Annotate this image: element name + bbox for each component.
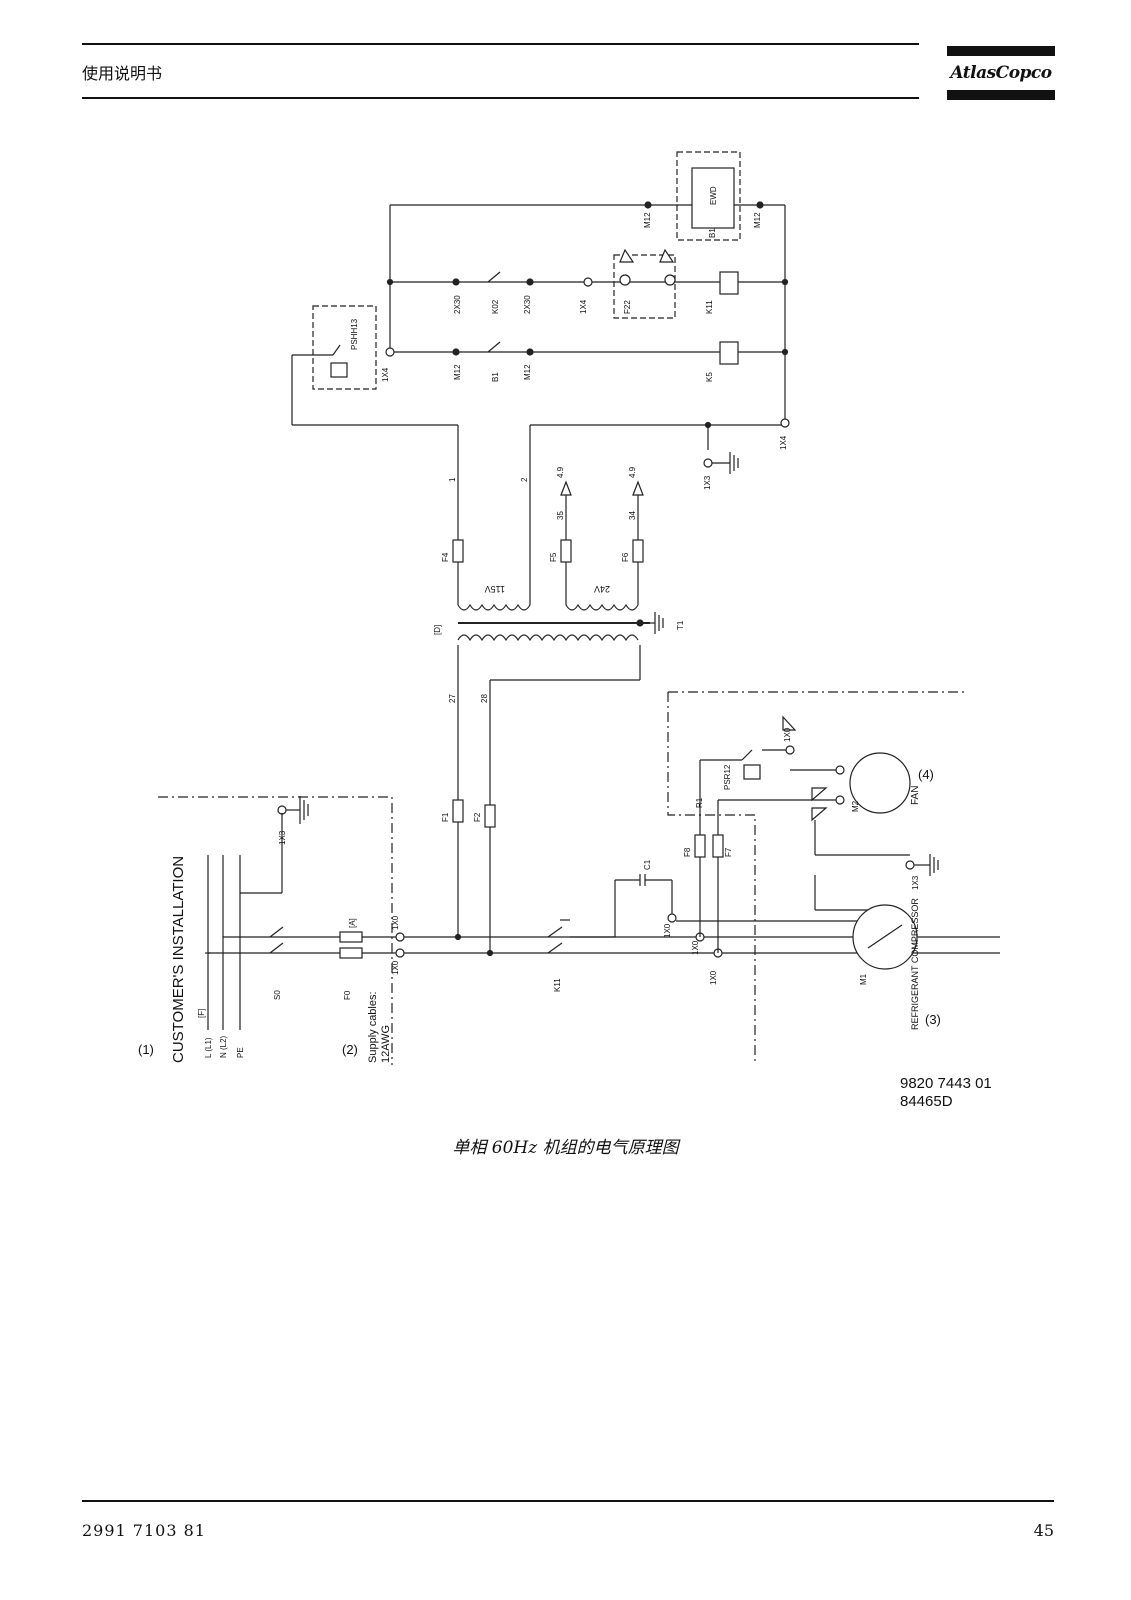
drawing-number: 9820 7443 01 84465D xyxy=(900,1075,992,1111)
f22-box xyxy=(613,254,676,319)
logo-text: AtlasCopco xyxy=(950,63,1052,83)
1x0-c-label: 1X0 xyxy=(709,970,718,985)
footer-rule xyxy=(82,1500,1054,1502)
voltage-24v: 24V xyxy=(594,584,610,594)
header-top-rule xyxy=(82,43,919,45)
wire-35-label: 35 xyxy=(556,511,565,520)
psr12-label: PSR12 xyxy=(723,764,732,790)
figure-caption: 单相 60Hz 机组的电气原理图 xyxy=(452,1138,679,1158)
customers-installation-label: CUSTOMER'S INSTALLATION xyxy=(170,856,187,1063)
t1-label: T1 xyxy=(676,620,685,630)
f4-label: F4 xyxy=(441,552,450,562)
1x4-label: 1X4 xyxy=(381,367,390,382)
line-pe-label: PE xyxy=(236,1047,245,1058)
1x0-l2-label: 1X0 xyxy=(391,915,400,930)
f6-label: F6 xyxy=(621,552,630,562)
ewd-box xyxy=(676,151,741,241)
s0-label: S0 xyxy=(273,990,282,1000)
voltage-115v: 115V xyxy=(485,584,505,594)
bracket-f: [F] xyxy=(197,1009,206,1018)
t1-secondary-115 xyxy=(457,603,531,611)
supply-cables-gauge: 12AWG xyxy=(380,1025,392,1063)
wire-34-label: 34 xyxy=(628,511,637,520)
m1-label: M1 xyxy=(859,973,868,985)
line-l-label: L (L1) xyxy=(204,1037,213,1058)
k11-label: K11 xyxy=(553,978,562,992)
header-bottom-rule xyxy=(82,97,919,99)
line-n-label: N (L2) xyxy=(219,1035,228,1058)
footer-page-number: 45 xyxy=(1033,1521,1054,1540)
f0-label: F0 xyxy=(343,990,352,1000)
t1-primary xyxy=(457,634,639,642)
note-2: (2) xyxy=(342,1042,358,1057)
footer-doc-number: 2991 7103 81 xyxy=(82,1521,206,1540)
1x3-label: 1X3 xyxy=(278,830,287,845)
t1-secondary-24 xyxy=(565,603,639,611)
m12-ewd-label: M12 xyxy=(643,212,652,228)
b1-label: B1 xyxy=(491,372,500,382)
pshh13-label: PSHH13 xyxy=(350,318,359,350)
ewd-label: EWD xyxy=(709,186,718,205)
note-1: (1) xyxy=(138,1042,154,1057)
customer-boundary xyxy=(158,796,393,1065)
pshh13-box xyxy=(312,305,377,390)
wire-27-label: 27 xyxy=(448,694,457,703)
note-4: (4) xyxy=(918,767,934,782)
1x0-s-label: 1X0 xyxy=(663,923,672,938)
unit-boundary-side xyxy=(667,692,756,1065)
header-title: 使用说明书 xyxy=(82,64,163,83)
1x3-control-label: 1X3 xyxy=(703,475,712,490)
f5-label: F5 xyxy=(549,552,558,562)
c1-label: C1 xyxy=(643,859,652,870)
f8-label: F8 xyxy=(683,847,692,857)
refrigerant-compressor-label: REFRIGERANT COMPRESSOR xyxy=(910,898,920,1030)
2x30-label: 2X30 xyxy=(453,295,462,314)
m12-ewd-b-label: M12 xyxy=(753,212,762,228)
f22-label: F22 xyxy=(623,300,632,314)
k02-label: K02 xyxy=(491,299,500,314)
fan-label: FAN xyxy=(910,786,921,805)
r1-label: R1 xyxy=(695,797,704,808)
ref-49-b: 4.9 xyxy=(628,466,637,478)
1x0-u1-label: 1X0 xyxy=(783,727,792,742)
b1-ewd-label: B1 xyxy=(708,228,717,238)
bracket-a: [A] xyxy=(348,918,357,928)
drawing-number-1: 9820 7443 01 xyxy=(900,1075,992,1092)
m12-b-label: M12 xyxy=(523,364,532,380)
supply-cables-label: Supply cables: xyxy=(367,991,379,1063)
atlas-copco-logo: AtlasCopco xyxy=(947,46,1055,102)
1x4-return-label: 1X4 xyxy=(779,435,788,450)
f2-label: F2 xyxy=(473,812,482,822)
ref-49-a: 4.9 xyxy=(556,466,565,478)
1x4-mid-label: 1X4 xyxy=(579,299,588,314)
2x30-b-label: 2X30 xyxy=(523,295,532,314)
1x0-l1-label: 1X0 xyxy=(391,960,400,975)
fan-motor-symbol xyxy=(849,752,911,814)
1x3-unit-label: 1X3 xyxy=(911,875,920,890)
1x0-r-label: 1X0 xyxy=(691,940,700,955)
m12-label: M12 xyxy=(453,364,462,380)
k5-label: K5 xyxy=(705,372,714,382)
f7-label: F7 xyxy=(724,847,733,857)
wire-1-label: 1 xyxy=(448,477,457,482)
drawing-number-2: 84465D xyxy=(900,1093,953,1110)
bracket-d: [D] xyxy=(433,625,442,635)
wire-2-label: 2 xyxy=(520,477,529,482)
note-3: (3) xyxy=(925,1012,941,1027)
m2-label: M2 xyxy=(851,800,860,812)
f1-label: F1 xyxy=(441,812,450,822)
k11-coil-label: K11 xyxy=(705,300,714,314)
wire-28-label: 28 xyxy=(480,694,489,703)
